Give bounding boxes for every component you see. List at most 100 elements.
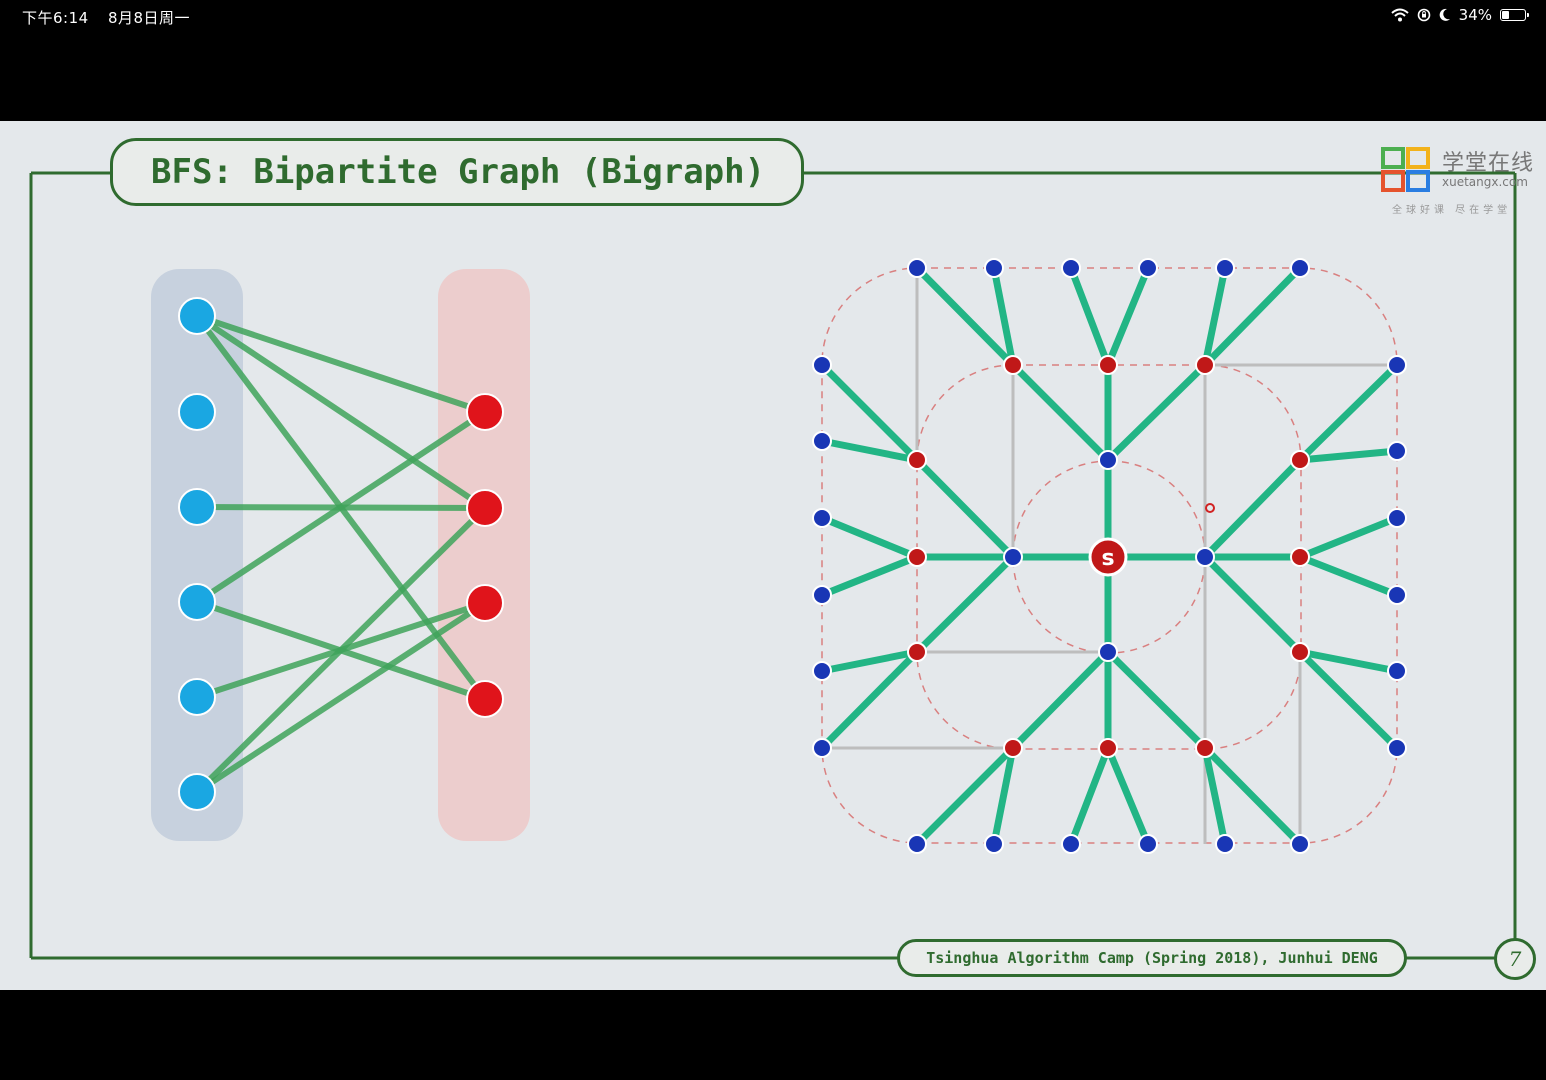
tree-edge <box>1104 264 1152 369</box>
grid-vertex-red <box>1098 355 1118 375</box>
source-vertex-label: s <box>1101 546 1114 571</box>
grid-vertex-blue <box>1195 547 1215 567</box>
grid-vertex-blue <box>1098 642 1118 662</box>
grid-vertex-red <box>1195 738 1215 758</box>
grid-vertex-blue <box>1387 441 1407 461</box>
tree-edge <box>1009 648 1112 752</box>
grid-vertex-blue <box>907 258 927 278</box>
status-indicators: 34% <box>1390 6 1529 24</box>
grid-vertex-blue <box>1387 508 1407 528</box>
grid-vertex-red <box>907 450 927 470</box>
tree-edge <box>1067 744 1112 848</box>
tree-edge <box>1104 648 1209 752</box>
tree-edge <box>1296 514 1401 561</box>
left-vertex <box>178 773 216 811</box>
grid-vertex-blue <box>1387 585 1407 605</box>
footer-caption: Tsinghua Algorithm Camp (Spring 2018), J… <box>897 939 1407 977</box>
grid-vertex-red <box>1098 738 1118 758</box>
grid-vertex-red <box>1003 355 1023 375</box>
grid-vertex-red <box>1195 355 1215 375</box>
tree-edge <box>1104 361 1209 464</box>
grid-vertex-blue <box>1061 834 1081 854</box>
grid-vertices <box>812 258 1407 854</box>
bigraph-edge <box>195 313 487 511</box>
grid-vertex-blue <box>1138 258 1158 278</box>
tree-edge <box>1201 744 1229 848</box>
left-vertex <box>178 488 216 526</box>
tree-edge <box>913 744 1017 848</box>
tree-edge <box>818 553 921 599</box>
right-vertex <box>466 680 504 718</box>
tree-edge <box>1201 264 1229 369</box>
moon-icon <box>1439 8 1450 21</box>
tree-edge <box>1104 744 1152 848</box>
bigraph-edges <box>194 313 488 795</box>
grid-vertex-blue <box>1098 450 1118 470</box>
status-time-date: 下午6:14 8月8日周一 <box>22 7 204 28</box>
xuetangx-logo: 学堂在线 xuetangx.com 全球好课 尽在学堂 <box>1380 143 1546 216</box>
left-vertex <box>178 678 216 716</box>
grid-vertex-red <box>1003 738 1023 758</box>
tree-edge <box>818 514 921 561</box>
orientation-lock-icon <box>1417 8 1430 22</box>
right-vertex <box>466 393 504 431</box>
bigraph-nodes <box>178 297 504 811</box>
bigraph-edge <box>196 313 486 415</box>
left-vertex <box>178 583 216 621</box>
grid-vertex-blue <box>1290 834 1310 854</box>
grid-vertex-blue <box>907 834 927 854</box>
status-bar: 下午6:14 8月8日周一 34% <box>0 0 1546 32</box>
tree-edge <box>990 744 1017 848</box>
grid-vertex-blue <box>1003 547 1023 567</box>
tree-edge <box>913 264 1017 369</box>
grid-vertex-blue <box>1215 258 1235 278</box>
grid-vertex-blue <box>984 834 1004 854</box>
right-vertex <box>466 584 504 622</box>
grid-vertex-red <box>1290 450 1310 470</box>
logo-text: 学堂在线 xuetangx.com <box>1442 145 1534 189</box>
tree-edge <box>818 648 921 752</box>
grid-vertex-blue <box>812 738 832 758</box>
source-vertex <box>1088 537 1128 577</box>
grid-vertex-blue <box>1387 738 1407 758</box>
status-date: 8月8日周一 <box>107 9 191 27</box>
grid-walls <box>822 268 1397 844</box>
grid-vertex-blue <box>812 661 832 681</box>
grid-vertex-blue <box>1387 355 1407 375</box>
grid-vertex-red <box>907 642 927 662</box>
left-partition <box>151 269 243 841</box>
bigraph-edge <box>195 600 487 795</box>
tree-edge <box>1201 264 1304 369</box>
right-vertex <box>466 489 504 527</box>
grid-vertex-blue <box>1215 834 1235 854</box>
slide-title: BFS: Bipartite Graph (Bigraph) <box>110 138 804 206</box>
logo-name: 学堂在线 <box>1442 151 1535 176</box>
slide-graphics: s <box>29 171 1517 960</box>
tree-edge <box>1296 648 1401 675</box>
grid-vertex-blue <box>812 355 832 375</box>
tree-edge <box>1201 553 1304 656</box>
bfs-tree-edges <box>818 264 1401 848</box>
grid-vertex-blue <box>812 431 832 451</box>
battery-icon <box>1500 9 1529 21</box>
tree-edge <box>1201 744 1304 848</box>
wifi-icon <box>1390 8 1409 22</box>
bigraph-edge <box>195 409 487 605</box>
grid-vertex-blue <box>1290 258 1310 278</box>
tree-edge <box>1296 447 1401 464</box>
status-time: 下午6:14 <box>22 9 89 27</box>
grid-vertex-blue <box>812 508 832 528</box>
left-vertex <box>178 297 216 335</box>
page-number: 7 <box>1494 938 1536 980</box>
grid-vertex-red <box>1290 547 1310 567</box>
tree-edge <box>818 437 921 464</box>
grid-vertex-red <box>1290 642 1310 662</box>
tree-edge <box>990 264 1017 369</box>
left-vertex <box>178 393 216 431</box>
grid-vertex-blue <box>1138 834 1158 854</box>
bigraph-edge <box>194 505 488 795</box>
right-partition <box>438 269 530 841</box>
logo-slogan: 全球好课 尽在学堂 <box>1392 205 1512 216</box>
tree-edge <box>1201 456 1304 561</box>
tree-edge <box>1296 361 1401 464</box>
